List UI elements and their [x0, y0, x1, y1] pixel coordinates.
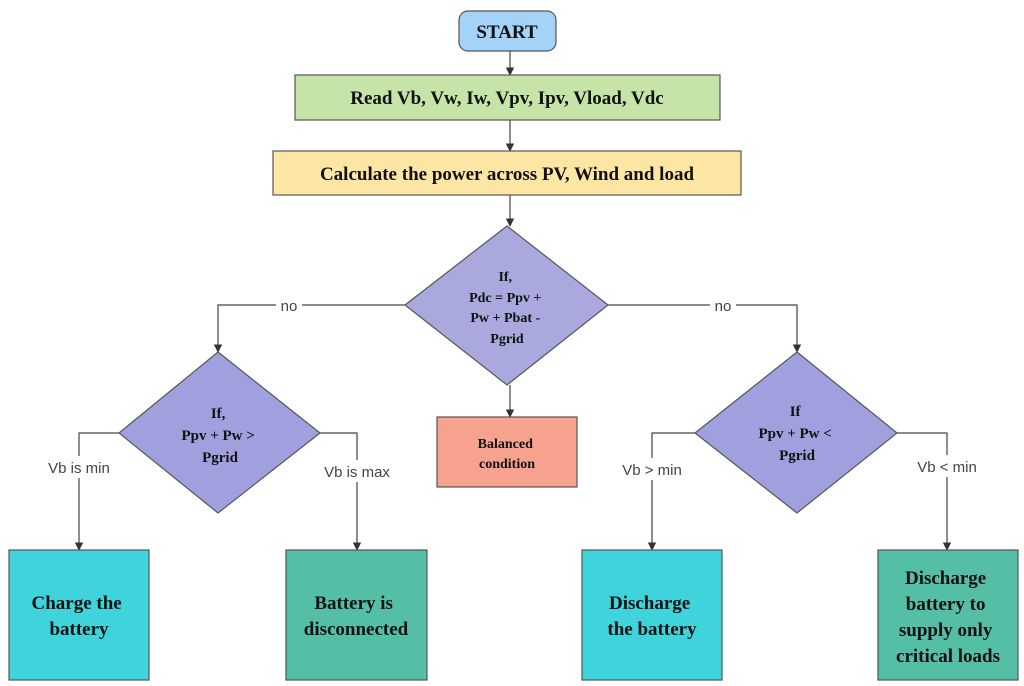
- balanced-shape: [436, 416, 578, 488]
- main-decision-shape: [404, 225, 609, 386]
- left-decision-node: If, Ppv + Pw > Pgrid: [118, 351, 321, 514]
- battery-disconnected-line-2: disconnected: [304, 619, 409, 640]
- left-decision-shape: [118, 351, 321, 514]
- main-decision-label: If, Pdc = Ppv + Pw + Pbat - Pgrid: [469, 270, 545, 347]
- edge-main-no-right: [608, 304, 802, 353]
- nodes: START Read Vb, Vw, Iw, Vpv, Ipv, Vload, …: [8, 10, 1019, 681]
- right-decision-node: If Ppv + Pw < Pgrid: [694, 351, 898, 514]
- main-decision-line-4: Pgrid: [490, 332, 524, 347]
- discharge-critical-line-4: critical loads: [896, 646, 1000, 667]
- edge-right-gt: [647, 432, 695, 551]
- right-decision-line-3: Pgrid: [779, 448, 815, 464]
- edge-label-left-max: Vb is max: [324, 464, 390, 481]
- edge-label-left-min: Vb is min: [48, 460, 110, 477]
- read-node: Read Vb, Vw, Iw, Vpv, Ipv, Vload, Vdc: [294, 74, 721, 121]
- charge-battery-line-2: battery: [49, 619, 109, 640]
- battery-disconnected-line-1: Battery is: [314, 593, 393, 614]
- right-decision-line-2: Ppv + Pw <: [758, 426, 831, 442]
- discharge-critical-line-1: Discharge: [905, 568, 986, 589]
- edge-main-no-left: [213, 304, 405, 353]
- left-decision-line-3: Pgrid: [202, 450, 238, 466]
- start-node: START: [458, 10, 557, 52]
- battery-disconnected-node: Battery is disconnected: [285, 549, 428, 681]
- edge-left-max: [320, 432, 362, 551]
- discharge-critical-node: Discharge battery to supply only critica…: [877, 549, 1019, 681]
- start-label: START: [476, 22, 538, 43]
- edge-label-right-lt: Vb < min: [917, 459, 977, 476]
- battery-disconnected-label: Battery is disconnected: [304, 593, 409, 640]
- edge-label-main-no-left: no: [281, 298, 298, 315]
- discharge-critical-shape: [877, 549, 1019, 681]
- edge-label-right-gt: Vb > min: [622, 462, 682, 479]
- discharge-battery-shape: [581, 549, 723, 681]
- charge-battery-node: Charge the battery: [8, 549, 150, 681]
- edge-right-lt: [897, 432, 952, 551]
- read-label: Read Vb, Vw, Iw, Vpv, Ipv, Vload, Vdc: [350, 88, 663, 109]
- discharge-battery-line-1: Discharge: [609, 593, 690, 614]
- edges: [74, 51, 952, 551]
- left-decision-line-2: Ppv + Pw >: [181, 428, 254, 444]
- calculate-shape: [272, 150, 742, 196]
- main-decision-line-2: Pdc = Ppv +: [469, 291, 541, 306]
- left-decision-label: If, Ppv + Pw > Pgrid: [181, 406, 258, 466]
- battery-disconnected-shape: [285, 549, 428, 681]
- edge-labels: no no Vb is min Vb is max Vb > min Vb < …: [36, 295, 986, 482]
- charge-battery-line-1: Charge the: [32, 593, 122, 614]
- balanced-line-2: condition: [479, 457, 535, 472]
- main-decision-node: If, Pdc = Ppv + Pw + Pbat - Pgrid: [404, 225, 609, 386]
- calculate-node: Calculate the power across PV, Wind and …: [272, 150, 742, 196]
- main-decision-line-3: Pw + Pbat -: [470, 311, 540, 326]
- discharge-critical-label: Discharge battery to supply only critica…: [896, 568, 1000, 667]
- balanced-node: Balanced condition: [436, 416, 578, 488]
- discharge-critical-line-2: battery to: [906, 594, 986, 615]
- discharge-critical-line-3: supply only: [899, 620, 993, 641]
- right-decision-shape: [694, 351, 898, 514]
- right-decision-line-1: If: [790, 404, 802, 420]
- edge-label-main-no-right: no: [715, 298, 732, 315]
- discharge-battery-line-2: the battery: [607, 619, 697, 640]
- balanced-label: Balanced condition: [478, 437, 537, 472]
- edge-left-min: [74, 432, 119, 551]
- left-decision-line-1: If,: [211, 406, 226, 422]
- charge-battery-label: Charge the battery: [32, 593, 127, 640]
- charge-battery-shape: [8, 549, 150, 681]
- balanced-line-1: Balanced: [478, 437, 533, 452]
- discharge-battery-label: Discharge the battery: [607, 593, 697, 640]
- read-shape: [294, 74, 721, 121]
- discharge-battery-node: Discharge the battery: [581, 549, 723, 681]
- calculate-label: Calculate the power across PV, Wind and …: [320, 164, 695, 185]
- main-decision-line-1: If,: [498, 270, 512, 285]
- start-shape: [458, 10, 557, 52]
- right-decision-label: If Ppv + Pw < Pgrid: [758, 404, 835, 464]
